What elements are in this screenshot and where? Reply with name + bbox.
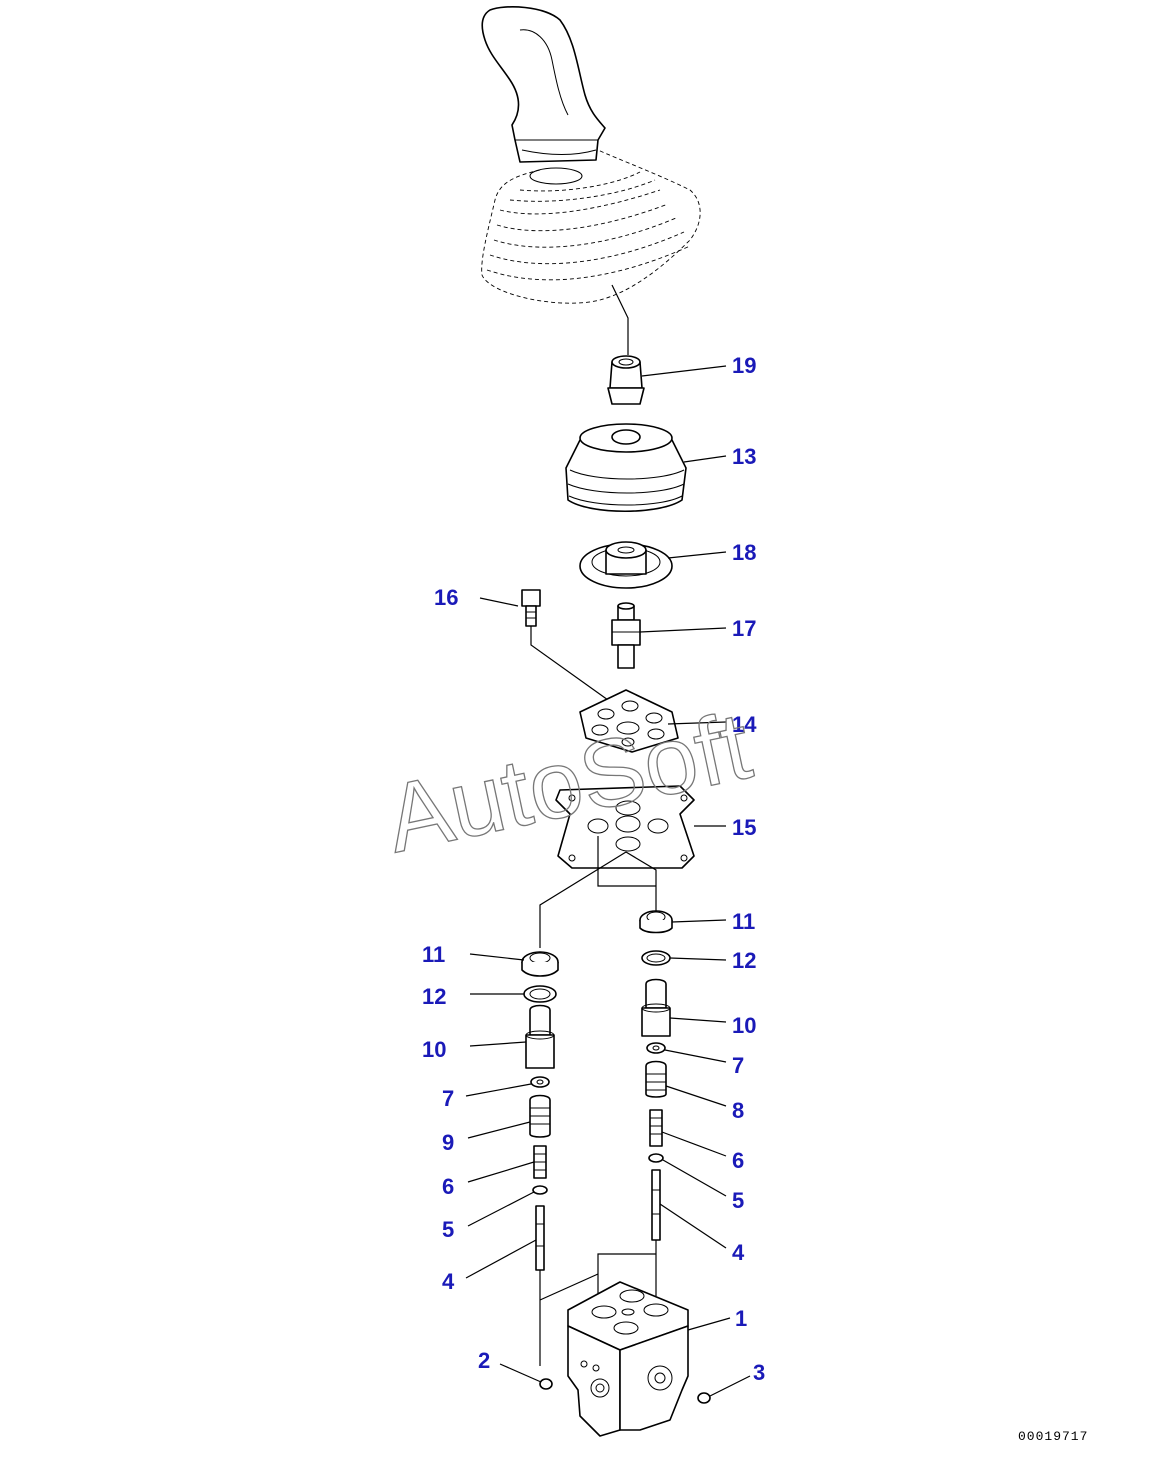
callout-10-right: 10 bbox=[732, 1013, 756, 1038]
left-valve-stack bbox=[521, 951, 559, 1366]
callout-5-left: 5 bbox=[442, 1217, 454, 1242]
lever-bellows bbox=[481, 149, 701, 355]
callout-4-left: 4 bbox=[442, 1269, 455, 1294]
part-bolt bbox=[521, 589, 609, 701]
callout-7-right: 7 bbox=[732, 1053, 744, 1078]
lever-grip bbox=[481, 6, 606, 185]
callout-6-right: 6 bbox=[732, 1148, 744, 1173]
callout-4-right: 4 bbox=[732, 1240, 745, 1265]
part-plug-right bbox=[697, 1392, 711, 1404]
part-universal-joint bbox=[611, 602, 641, 669]
part-disc-cam bbox=[579, 541, 673, 589]
part-plate bbox=[579, 689, 679, 753]
callout-7-left: 7 bbox=[442, 1086, 454, 1111]
callout-8: 8 bbox=[732, 1098, 744, 1123]
callout-12-left: 12 bbox=[422, 984, 446, 1009]
part-nut bbox=[607, 355, 645, 405]
part-valve-body bbox=[539, 1273, 689, 1437]
callout-5-right: 5 bbox=[732, 1188, 744, 1213]
callout-leaders bbox=[465, 365, 751, 1397]
part-boot bbox=[565, 423, 687, 513]
callout-19: 19 bbox=[732, 353, 756, 378]
callout-15: 15 bbox=[732, 815, 756, 840]
callout-10-left: 10 bbox=[422, 1037, 446, 1062]
callout-2: 2 bbox=[478, 1348, 490, 1373]
callout-6-left: 6 bbox=[442, 1174, 454, 1199]
part-plug-left bbox=[539, 1378, 553, 1390]
drawing-number: 00019717 bbox=[1018, 1429, 1088, 1444]
callout-12-right: 12 bbox=[732, 948, 756, 973]
callout-11-left: 11 bbox=[422, 942, 445, 967]
callout-9: 9 bbox=[442, 1130, 454, 1155]
callout-3: 3 bbox=[753, 1360, 765, 1385]
callout-13: 13 bbox=[732, 444, 756, 469]
callout-14: 14 bbox=[732, 712, 757, 737]
callout-labels: 19 13 18 16 17 14 15 11 11 12 12 10 10 7… bbox=[422, 353, 765, 1385]
part-gasket-plate bbox=[539, 785, 695, 948]
callout-18: 18 bbox=[732, 540, 756, 565]
callout-16: 16 bbox=[434, 585, 458, 610]
callout-17: 17 bbox=[732, 616, 756, 641]
callout-1: 1 bbox=[735, 1306, 747, 1331]
right-valve-stack bbox=[597, 910, 673, 1318]
callout-11-right: 11 bbox=[732, 909, 755, 934]
